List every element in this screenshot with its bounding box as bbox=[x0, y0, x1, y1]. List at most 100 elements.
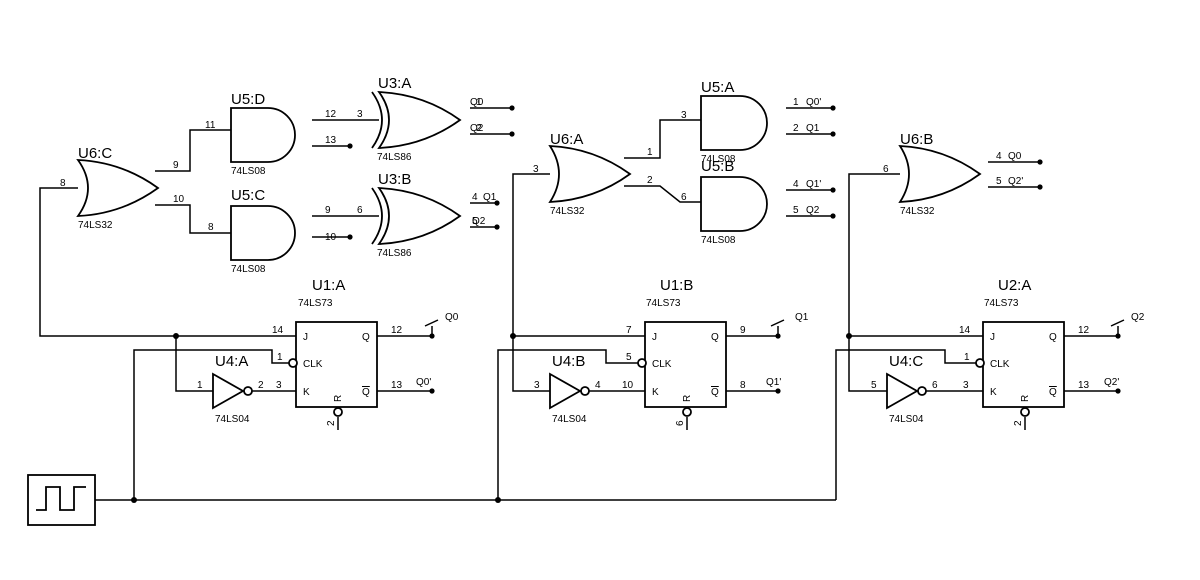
svg-text:2: 2 bbox=[1013, 420, 1024, 426]
inverter-u4b: U4:B 74LS04 3 4 bbox=[534, 353, 601, 425]
svg-text:74LS08: 74LS08 bbox=[701, 154, 736, 165]
svg-text:Q0': Q0' bbox=[806, 97, 821, 108]
flipflop-u2a: U2:A 74LS73 J CLK K Q Q R 14 1 3 12 13 2… bbox=[959, 277, 1145, 426]
svg-text:14: 14 bbox=[959, 325, 971, 336]
svg-text:K: K bbox=[303, 387, 310, 398]
svg-text:13: 13 bbox=[325, 135, 337, 146]
flipflop-u1a: U1:A 74LS73 J CLK K Q Q R 14 1 3 12 13 2… bbox=[272, 277, 459, 426]
svg-text:Q0': Q0' bbox=[416, 377, 431, 388]
svg-text:8: 8 bbox=[60, 178, 66, 189]
svg-text:U4:C: U4:C bbox=[889, 353, 923, 370]
junction-dots bbox=[131, 105, 1121, 503]
svg-text:74LS08: 74LS08 bbox=[231, 166, 266, 177]
svg-text:12: 12 bbox=[391, 325, 403, 336]
svg-text:13: 13 bbox=[1078, 380, 1090, 391]
svg-text:74LS04: 74LS04 bbox=[889, 414, 924, 425]
flipflop-u1b: U1:B 74LS73 J CLK K Q Q R 7 5 10 9 8 6 Q… bbox=[622, 277, 809, 426]
svg-text:Q1': Q1' bbox=[766, 377, 781, 388]
svg-text:8: 8 bbox=[740, 380, 746, 391]
svg-text:U3:B: U3:B bbox=[378, 171, 411, 188]
svg-text:5: 5 bbox=[871, 380, 877, 391]
svg-text:10: 10 bbox=[325, 232, 337, 243]
svg-text:1: 1 bbox=[277, 352, 283, 363]
svg-text:CLK: CLK bbox=[990, 359, 1010, 370]
svg-text:U4:B: U4:B bbox=[552, 353, 585, 370]
svg-text:5: 5 bbox=[472, 216, 478, 227]
svg-text:74LS86: 74LS86 bbox=[377, 248, 412, 259]
svg-text:Q1: Q1 bbox=[795, 312, 809, 323]
gate-ref: U6:C bbox=[78, 145, 112, 162]
svg-text:74LS08: 74LS08 bbox=[701, 235, 736, 246]
svg-text:1: 1 bbox=[964, 352, 970, 363]
svg-text:U5:B: U5:B bbox=[701, 158, 734, 175]
svg-text:Q0: Q0 bbox=[470, 97, 484, 108]
svg-text:Q2: Q2 bbox=[1131, 312, 1145, 323]
svg-text:6: 6 bbox=[932, 380, 938, 391]
svg-text:U5:D: U5:D bbox=[231, 91, 265, 108]
xor-gate-u3b: U3:B 74LS86 6 4 5 Q1 Q2 bbox=[357, 171, 497, 259]
svg-text:4: 4 bbox=[472, 192, 478, 203]
svg-text:12: 12 bbox=[325, 109, 337, 120]
svg-text:Q2: Q2 bbox=[806, 205, 820, 216]
svg-text:1: 1 bbox=[647, 147, 653, 158]
inverter-u4c: U4:C 74LS04 5 6 bbox=[871, 353, 938, 425]
svg-text:74LS08: 74LS08 bbox=[231, 264, 266, 275]
svg-text:3: 3 bbox=[357, 109, 363, 120]
svg-text:5: 5 bbox=[996, 176, 1002, 187]
svg-text:74LS32: 74LS32 bbox=[550, 206, 585, 217]
inverter-u4a: U4:A 74LS04 1 2 bbox=[197, 353, 264, 425]
svg-text:Q2': Q2' bbox=[1008, 176, 1023, 187]
svg-text:1: 1 bbox=[197, 380, 203, 391]
svg-text:6: 6 bbox=[681, 192, 687, 203]
svg-text:3: 3 bbox=[681, 110, 687, 121]
svg-text:11: 11 bbox=[205, 120, 216, 131]
svg-text:6: 6 bbox=[883, 164, 889, 175]
svg-text:K: K bbox=[990, 387, 997, 398]
svg-text:2: 2 bbox=[793, 123, 799, 134]
or-gate-u6c: U6:C 74LS32 8 9 10 bbox=[60, 145, 185, 231]
svg-text:9: 9 bbox=[325, 205, 331, 216]
svg-text:U6:A: U6:A bbox=[550, 131, 583, 148]
and-gate-u5c: U5:C 74LS08 8 9 10 bbox=[208, 187, 337, 275]
svg-text:7: 7 bbox=[626, 325, 632, 336]
svg-text:R: R bbox=[1020, 395, 1031, 402]
svg-text:U1:A: U1:A bbox=[312, 277, 345, 294]
svg-text:74LS04: 74LS04 bbox=[215, 414, 250, 425]
svg-text:4: 4 bbox=[595, 380, 601, 391]
svg-text:74LS73: 74LS73 bbox=[984, 298, 1019, 309]
svg-text:CLK: CLK bbox=[303, 359, 323, 370]
and-gate-u5b: U5:B 74LS08 6 4 5 Q1' Q2 bbox=[681, 158, 821, 246]
svg-text:3: 3 bbox=[963, 380, 969, 391]
svg-text:3: 3 bbox=[534, 380, 540, 391]
svg-text:3: 3 bbox=[533, 164, 539, 175]
svg-text:14: 14 bbox=[272, 325, 284, 336]
svg-text:Q0: Q0 bbox=[1008, 151, 1022, 162]
svg-text:10: 10 bbox=[173, 194, 185, 205]
svg-text:Q0: Q0 bbox=[445, 312, 459, 323]
svg-text:8: 8 bbox=[208, 222, 214, 233]
svg-text:U1:B: U1:B bbox=[660, 277, 693, 294]
svg-text:74LS32: 74LS32 bbox=[900, 206, 935, 217]
svg-text:Q1: Q1 bbox=[483, 192, 497, 203]
svg-text:CLK: CLK bbox=[652, 359, 672, 370]
svg-text:4: 4 bbox=[996, 151, 1002, 162]
svg-text:U4:A: U4:A bbox=[215, 353, 248, 370]
svg-text:K: K bbox=[652, 387, 659, 398]
svg-text:U2:A: U2:A bbox=[998, 277, 1031, 294]
svg-text:U5:C: U5:C bbox=[231, 187, 265, 204]
svg-text:Q2: Q2 bbox=[472, 216, 486, 227]
svg-text:R: R bbox=[682, 395, 693, 402]
svg-text:74LS04: 74LS04 bbox=[552, 414, 587, 425]
and-gate-u5d: U5:D 74LS08 11 12 13 bbox=[205, 91, 337, 177]
wires bbox=[39, 107, 1119, 501]
svg-text:Q: Q bbox=[711, 332, 719, 343]
svg-text:2: 2 bbox=[326, 420, 337, 426]
svg-text:5: 5 bbox=[793, 205, 799, 216]
svg-text:R: R bbox=[333, 395, 344, 402]
svg-text:3: 3 bbox=[276, 380, 282, 391]
svg-text:Q1': Q1' bbox=[806, 179, 821, 190]
svg-text:Q: Q bbox=[362, 332, 370, 343]
svg-text:74LS73: 74LS73 bbox=[298, 298, 333, 309]
svg-text:10: 10 bbox=[622, 380, 634, 391]
